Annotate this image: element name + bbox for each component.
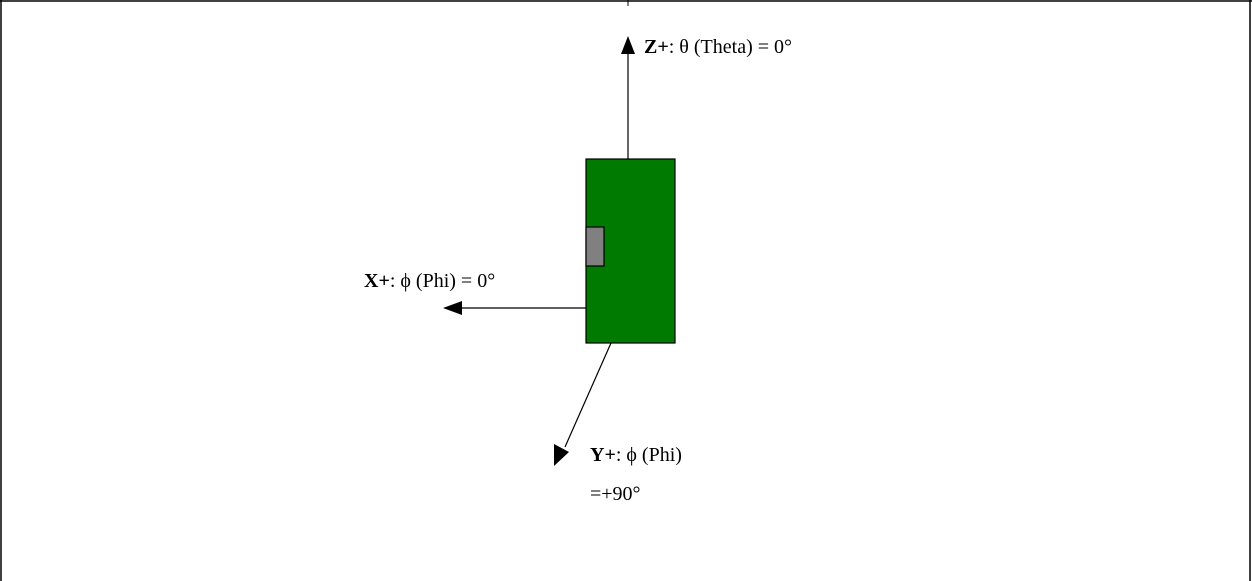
- y-axis-text: : ϕ (Phi): [615, 444, 682, 466]
- z-axis-label: Z+: θ (Theta) = 0°: [644, 35, 792, 59]
- x-axis-name: X+: [364, 270, 390, 292]
- x-axis-arrowhead: [443, 301, 462, 315]
- y-axis-label: Y+: ϕ (Phi): [590, 443, 682, 467]
- x-axis-text: : ϕ (Phi) = 0°: [389, 270, 496, 292]
- y-axis-arrowhead: [554, 444, 569, 466]
- z-axis-name: Z+: [644, 36, 669, 58]
- gray-chip: [585, 226, 605, 267]
- z-axis-text: : θ (Theta) = 0°: [668, 36, 793, 58]
- y-axis-label-line2: =+90°: [590, 483, 641, 505]
- green-board: [585, 158, 676, 344]
- x-axis-label: X+: ϕ (Phi) = 0°: [364, 269, 495, 293]
- y-axis-line: [564, 342, 612, 448]
- y-axis-name: Y+: [590, 444, 616, 466]
- z-axis-arrowhead: [621, 36, 635, 54]
